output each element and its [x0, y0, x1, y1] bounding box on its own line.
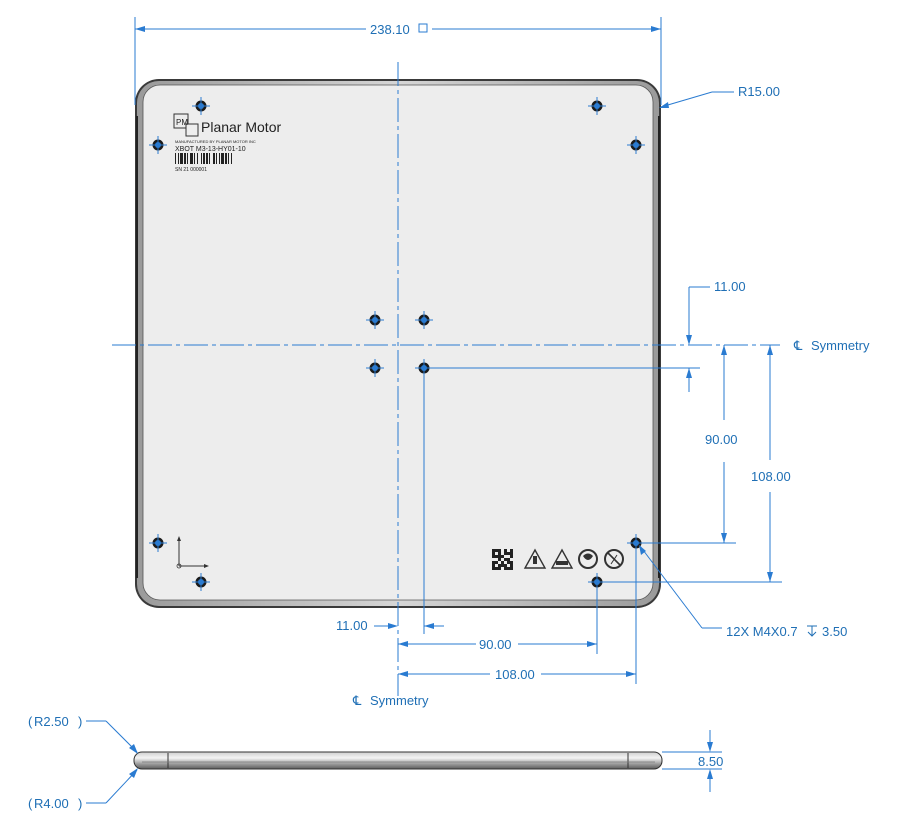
outer-spacing-horizontal-dimension: 108.00	[398, 548, 637, 684]
mounting-hole	[415, 311, 433, 329]
horizontal-offset-dimension: 11.00	[336, 372, 444, 634]
hole-spacing-vertical-value: 90.00	[705, 432, 738, 447]
label-small-line: MANUFACTURED BY PLANAR MOTOR INC	[175, 139, 256, 144]
mounting-hole	[366, 311, 384, 329]
warning-triangle-pinch-icon	[550, 548, 574, 569]
corner-radius-dimension: R15.00	[659, 84, 780, 108]
depth-symbol	[807, 625, 817, 637]
mounting-hole	[627, 136, 645, 154]
horizontal-offset-value: 11.00	[336, 618, 368, 633]
centerline-symbol-right: ℄	[793, 338, 803, 353]
hole-spacing-horizontal-dimension: 90.00	[398, 586, 598, 654]
mounting-hole	[366, 359, 384, 377]
outer-spacing-horizontal-value: 108.00	[495, 667, 535, 682]
svg-text:): )	[78, 796, 82, 811]
thickness-dimension: 8.50	[662, 730, 723, 792]
no-pacemaker-icon	[578, 549, 598, 569]
side-profile	[133, 751, 663, 770]
mounting-hole	[588, 97, 606, 115]
warning-triangle-hand-icon	[523, 548, 547, 569]
mounting-hole	[627, 534, 645, 552]
product-label: PM Planar Motor MANUFACTURED BY PLANAR M…	[173, 113, 281, 173]
brand-name: Planar Motor	[201, 119, 281, 135]
y-axis-arrow	[177, 536, 181, 541]
axis-indicator	[176, 536, 209, 569]
thickness-value: 8.50	[698, 754, 723, 769]
centerline-symbol-bottom: ℄	[352, 693, 362, 708]
hole-callout-text: 12X M4X0.7	[726, 624, 798, 639]
svg-text:): )	[78, 714, 82, 729]
mounting-hole	[149, 534, 167, 552]
symmetry-label-right: ℄ Symmetry	[793, 338, 870, 353]
hole-depth-value: 3.50	[822, 624, 847, 639]
svg-text:(: (	[28, 796, 33, 811]
warning-icons	[492, 548, 624, 570]
mounting-holes	[149, 97, 645, 591]
plate-top-view	[135, 79, 661, 608]
corner-radius-value: R15.00	[738, 84, 780, 99]
outer-spacing-vertical-value: 108.00	[751, 469, 791, 484]
overall-width-dimension: 238.10	[134, 17, 662, 105]
outer-spacing-vertical-dimension: 108.00	[602, 345, 791, 583]
barcode	[175, 153, 232, 164]
mounting-hole	[192, 97, 210, 115]
mounting-hole	[149, 136, 167, 154]
x-axis-arrow	[204, 564, 209, 568]
square-symbol	[418, 23, 428, 33]
mounting-hole	[588, 573, 606, 591]
model-number: XBOT M3-13-HY01-10	[175, 146, 246, 153]
hole-spacing-horizontal-value: 90.00	[479, 637, 512, 652]
qr-code-icon	[492, 549, 513, 570]
symmetry-label-bottom: ℄ Symmetry	[352, 693, 429, 708]
symmetry-text-right: Symmetry	[811, 338, 870, 353]
mounting-hole	[192, 573, 210, 591]
edge-radius-bottom-dimension: R4.00 ( )	[28, 768, 138, 811]
hole-spacing-vertical-dimension: 90.00	[644, 345, 738, 544]
logo-box-bottom	[185, 123, 199, 137]
vertical-offset-value: 11.00	[714, 279, 746, 294]
logo-text: PM	[176, 118, 188, 127]
hole-callout: 12X M4X0.7 3.50	[639, 545, 847, 639]
serial-number: SN 21 000001	[175, 167, 207, 173]
vertical-offset-dimension: 11.00	[430, 279, 746, 392]
overall-width-value: 238.10	[370, 22, 410, 37]
logo-box-top	[173, 113, 189, 129]
mounting-hole	[415, 359, 433, 377]
edge-radius-top-dimension: R2.50 ( )	[28, 714, 138, 754]
axis-origin	[176, 563, 182, 569]
edge-radius-top-value: R2.50	[34, 714, 69, 729]
no-magnet-icon	[604, 549, 624, 569]
edge-radius-bottom-value: R4.00	[34, 796, 69, 811]
plate-side-view	[133, 751, 663, 770]
svg-text:(: (	[28, 714, 33, 729]
symmetry-text-bottom: Symmetry	[370, 693, 429, 708]
